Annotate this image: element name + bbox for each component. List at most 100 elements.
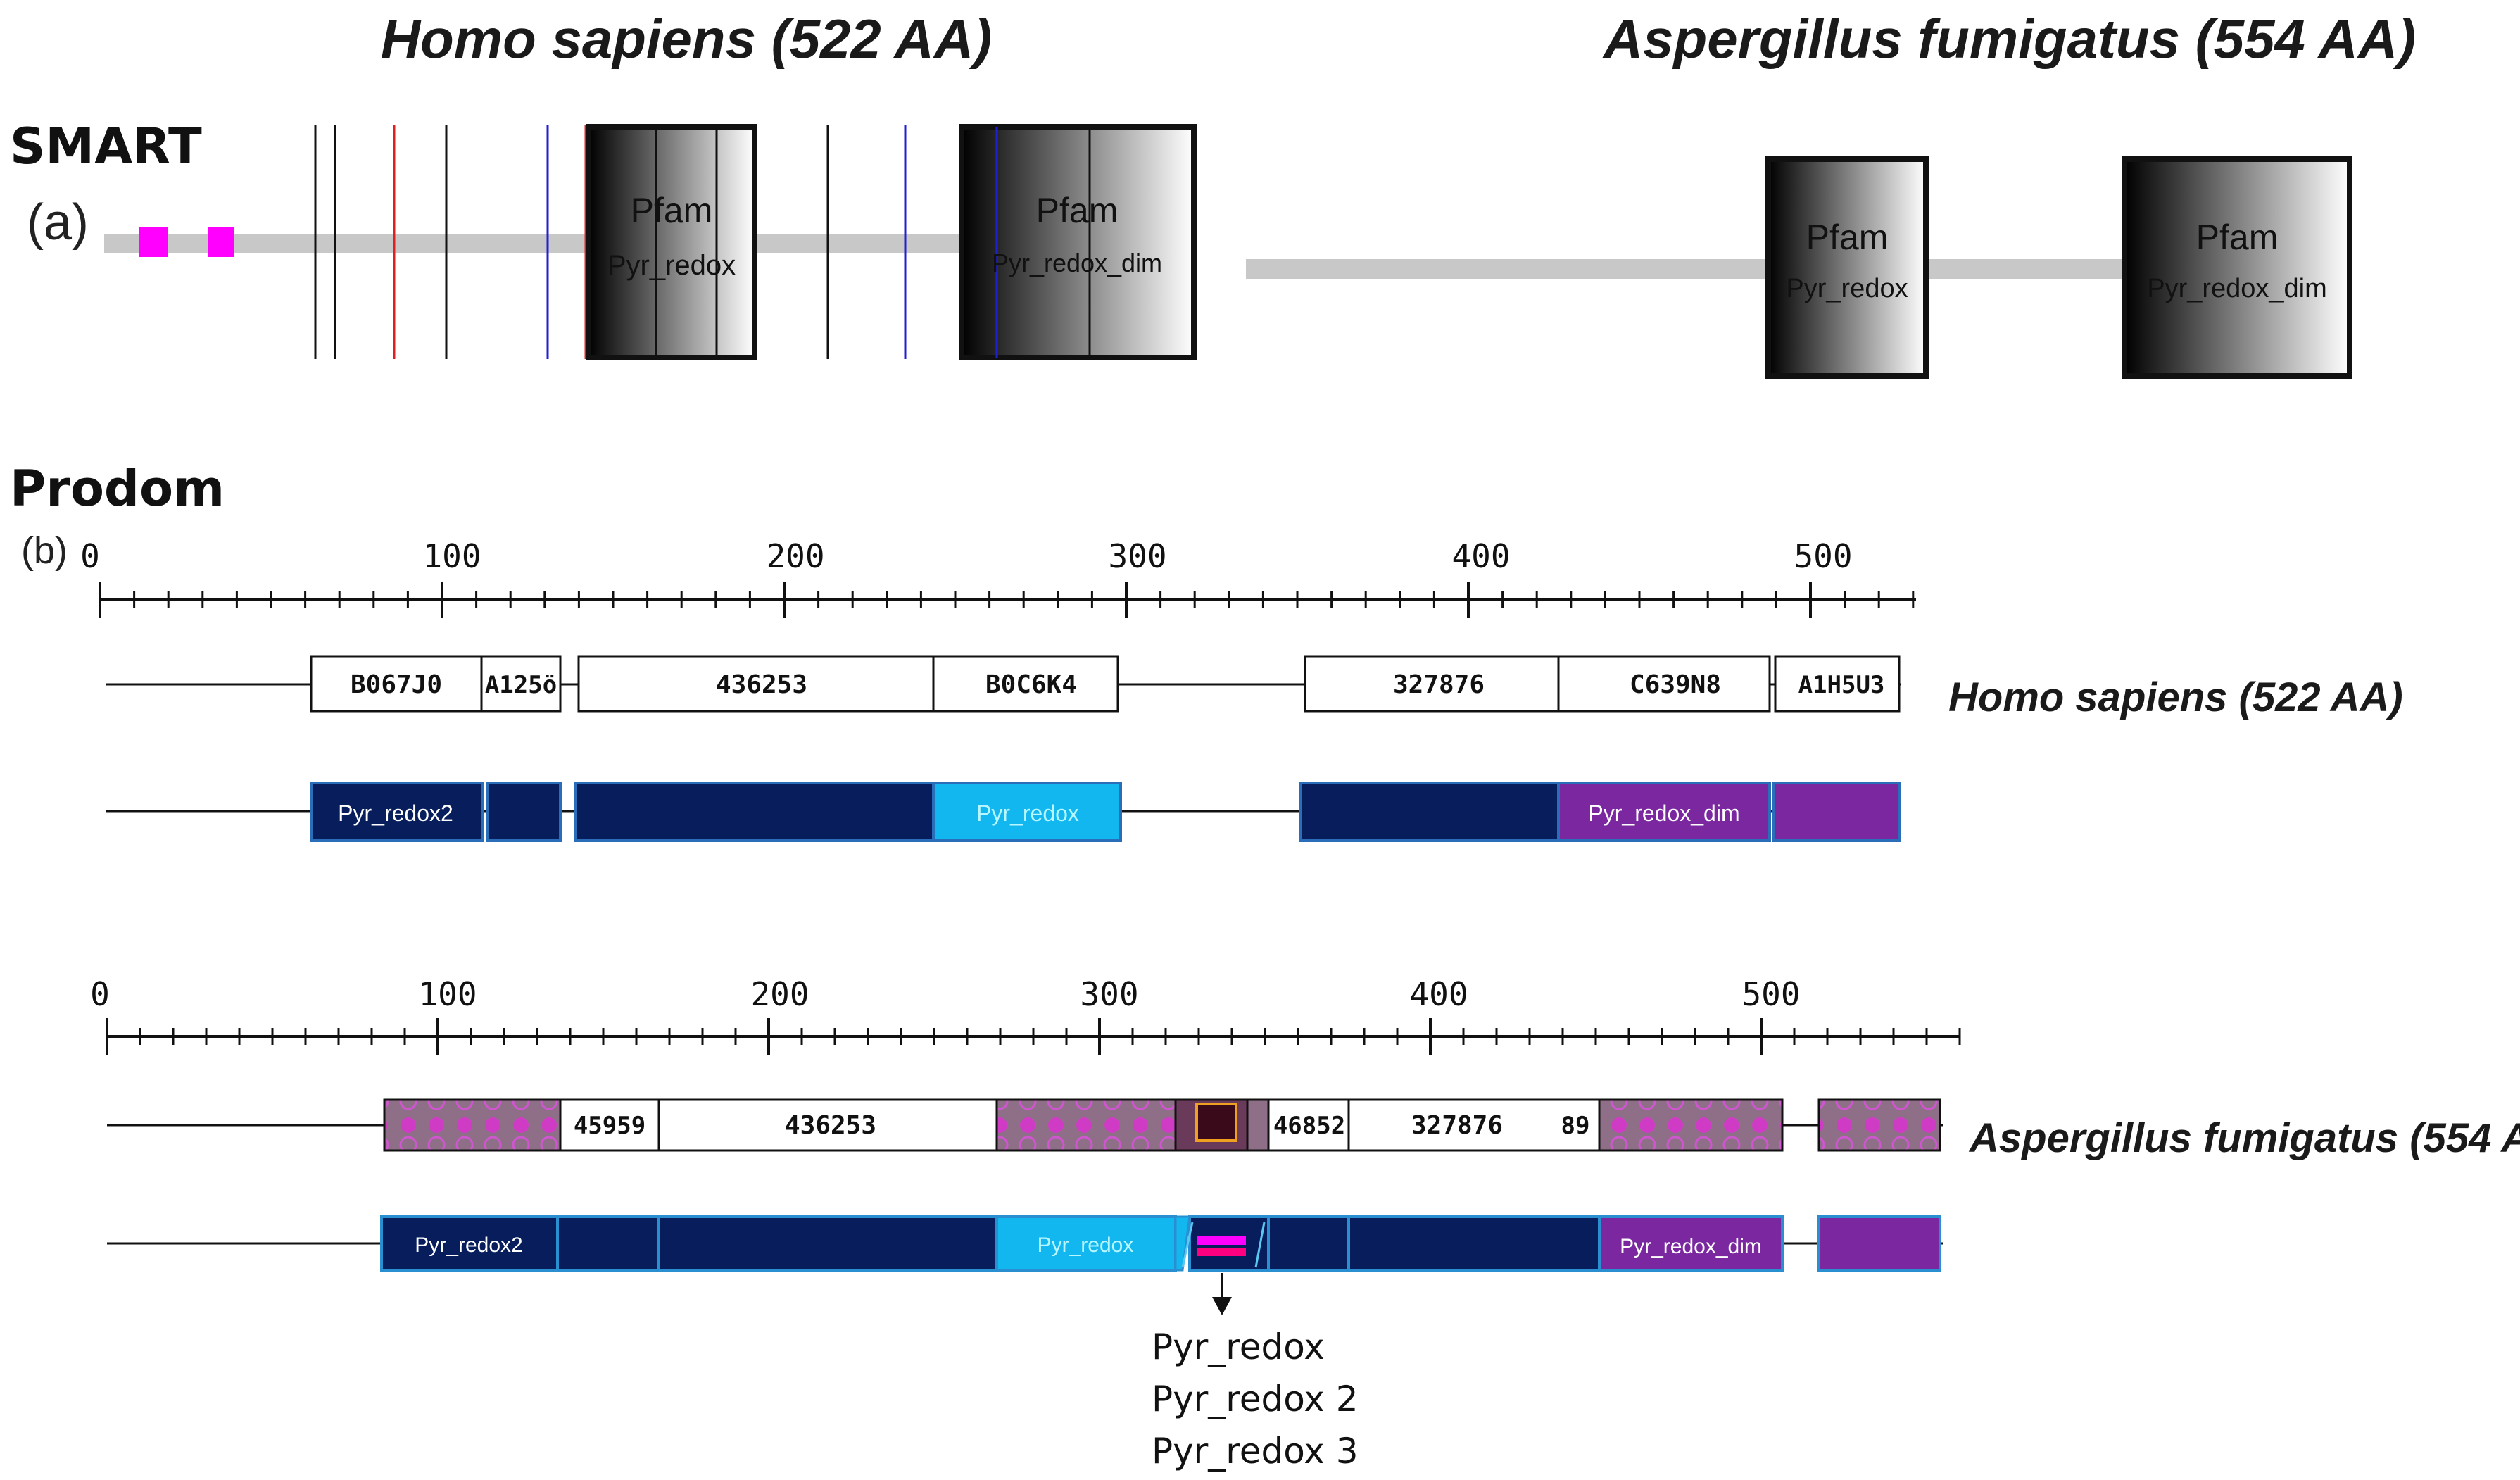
- domain-label: Pyr_redox: [976, 801, 1079, 826]
- pfam-domain-pyr-redox: [586, 124, 757, 360]
- domain-segment: [486, 782, 562, 842]
- annotation-line: Pyr_redox 3: [1152, 1431, 1359, 1472]
- domain-segment: [1267, 1215, 1350, 1272]
- domain-segment: [556, 1215, 660, 1272]
- prodom-family-box-dotted: [1598, 1098, 1784, 1152]
- ruler-tick-label: 300: [1108, 537, 1166, 575]
- prodom-family-label: B0C6K4: [985, 670, 1077, 699]
- prodom-family-box: [932, 655, 1119, 713]
- annotation-line: Pyr_redox 2: [1152, 1379, 1359, 1419]
- pfam-domain-pyr-redox-dim: [2122, 156, 2352, 379]
- smart-human-track: Pfam Pyr_redox Pfam Pyr_redox_dim: [104, 124, 1197, 360]
- prodom-family-label: 436253: [785, 1111, 876, 1140]
- domain-label: Pyr_redox_dim: [1588, 801, 1739, 826]
- domain-segment-pyr-redox-dim: [1598, 1215, 1784, 1272]
- prodom-family-label: 89: [1561, 1112, 1590, 1140]
- ruler-tick-label: 300: [1080, 975, 1138, 1013]
- pfam-domain-pyr-redox: [1765, 156, 1929, 379]
- prodom-family-label: C639N8: [1630, 670, 1721, 699]
- prodom-family-box-dotted: [995, 1098, 1177, 1152]
- prodom-family-box: [1774, 655, 1901, 713]
- prodom-family-label: B067J0: [351, 670, 442, 699]
- prodom-family-box: [1304, 655, 1560, 713]
- down-arrow-icon: [1212, 1297, 1232, 1315]
- motif-marker: [139, 227, 168, 257]
- overlap-marker: [1197, 1248, 1246, 1256]
- pfam-label: Pfam: [1806, 218, 1889, 257]
- pfam-domain-name: Pyr_redox: [1786, 274, 1908, 303]
- ruler-tick-label: 200: [766, 537, 824, 575]
- domain-label: Pyr_redox_dim: [1620, 1235, 1762, 1258]
- pfam-domain-name: Pyr_redox_dim: [2147, 274, 2327, 303]
- prodom-family-label: 46852: [1273, 1112, 1345, 1140]
- ruler-tick-label: 100: [418, 975, 477, 1013]
- title-human: Homo sapiens (522 AA): [381, 8, 992, 70]
- prodom-species-label-human: Homo sapiens (522 AA): [1948, 675, 2403, 720]
- domain-segment-pyr-redox: [932, 782, 1122, 842]
- smart-heading: SMART: [10, 118, 202, 175]
- prodom-heading: Prodom: [10, 460, 225, 518]
- prodom-human-families: B067J0 A125ö 436253 B0C6K4 327876 C639N8…: [106, 655, 1901, 713]
- ruler-tick-label: 200: [750, 975, 809, 1013]
- domain-junction: [1174, 1215, 1191, 1272]
- prodom-family-box: [1557, 655, 1771, 713]
- pfam-label: Pfam: [2196, 218, 2279, 257]
- overlap-hatch: [1254, 1222, 1266, 1268]
- prodom-family-box: [657, 1098, 998, 1152]
- panel-label-b: (b): [21, 529, 68, 572]
- pfam-domain-name: Pyr_redox_dim: [992, 249, 1162, 277]
- pfam-label: Pfam: [1036, 191, 1119, 230]
- pfam-domain-name: Pyr_redox: [607, 250, 736, 281]
- prodom-aspergillus-families: 45959 436253 46852 327876 89: [107, 1098, 1943, 1152]
- prodom-human-domains: Pyr_redox2 Pyr_redox Pyr_redox_dim: [106, 782, 1901, 842]
- smart-aspergillus-track: Pfam Pyr_redox Pfam Pyr_redox_dim: [1246, 156, 2352, 379]
- prodom-family-box: [559, 1098, 660, 1152]
- domain-segment: [1817, 1215, 1941, 1272]
- ruler-tick-label: 500: [1741, 975, 1800, 1013]
- prodom-family-label: A1H5U3: [1798, 671, 1885, 699]
- prodom-family-box-dotted: [1817, 1098, 1941, 1152]
- prodom-family-box: [310, 655, 483, 713]
- prodom-family-box-dotted: [383, 1098, 562, 1152]
- prodom-family-box: [480, 655, 562, 713]
- domain-segment: [657, 1215, 998, 1272]
- prodom-species-label-aspergillus: Aspergillus fumigatus (554 AA): [1968, 1115, 2520, 1161]
- ruler-tick-label: 400: [1451, 537, 1510, 575]
- motif-marker: [208, 227, 234, 257]
- prodom-family-box-highlight: [1195, 1103, 1237, 1142]
- overlap-hatch: [1181, 1222, 1194, 1268]
- prodom-family-label: 436253: [716, 670, 807, 699]
- pfam-domain-pyr-redox-dim: [959, 124, 1197, 360]
- domain-segment-pyr-redox2: [310, 782, 484, 842]
- overlap-marker: [1197, 1236, 1246, 1245]
- overlap-annotation: Pyr_redox Pyr_redox 2 Pyr_redox 3: [1152, 1273, 1359, 1472]
- title-aspergillus: Aspergillus fumigatus (554 AA): [1602, 8, 2416, 70]
- domain-segment: [1299, 782, 1560, 842]
- domain-label: Pyr_redox: [1038, 1234, 1134, 1257]
- domain-label: Pyr_redox2: [415, 1234, 522, 1257]
- prodom-family-label: 45959: [574, 1112, 645, 1140]
- protein-backbone: [104, 234, 963, 253]
- prodom-family-box: [577, 655, 935, 713]
- prodom-family-label: 327876: [1393, 670, 1485, 699]
- ruler-aspergillus: 0 100 200 300 400 500: [90, 975, 1961, 1055]
- ruler-tick-label: 100: [422, 537, 481, 575]
- domain-segment: [1347, 1215, 1601, 1272]
- panel-label-a: (a): [27, 194, 89, 251]
- domain-segment: [1772, 782, 1901, 842]
- prodom-family-label: A125ö: [485, 671, 557, 699]
- ruler-tick-label: 0: [90, 975, 110, 1013]
- pfam-label: Pfam: [631, 191, 713, 230]
- prodom-family-label: 327876: [1411, 1111, 1503, 1140]
- prodom-family-box: [1267, 1098, 1350, 1152]
- ruler-tick-label: 400: [1409, 975, 1468, 1013]
- ruler-human: 0 100 200 300 400 500: [80, 537, 1916, 618]
- ruler-tick-label: 500: [1794, 537, 1852, 575]
- domain-segment-pyr-redox2: [380, 1215, 559, 1272]
- domain-label: Pyr_redox2: [338, 801, 453, 826]
- annotation-line: Pyr_redox: [1152, 1327, 1325, 1367]
- prodom-aspergillus-domains: Pyr_redox2 Pyr_redox Pyr_redox_dim: [107, 1215, 1943, 1272]
- domain-segment: [574, 782, 936, 842]
- ruler-tick-label: 0: [80, 537, 100, 575]
- domain-segment-pyr-redox-dim: [1557, 782, 1771, 842]
